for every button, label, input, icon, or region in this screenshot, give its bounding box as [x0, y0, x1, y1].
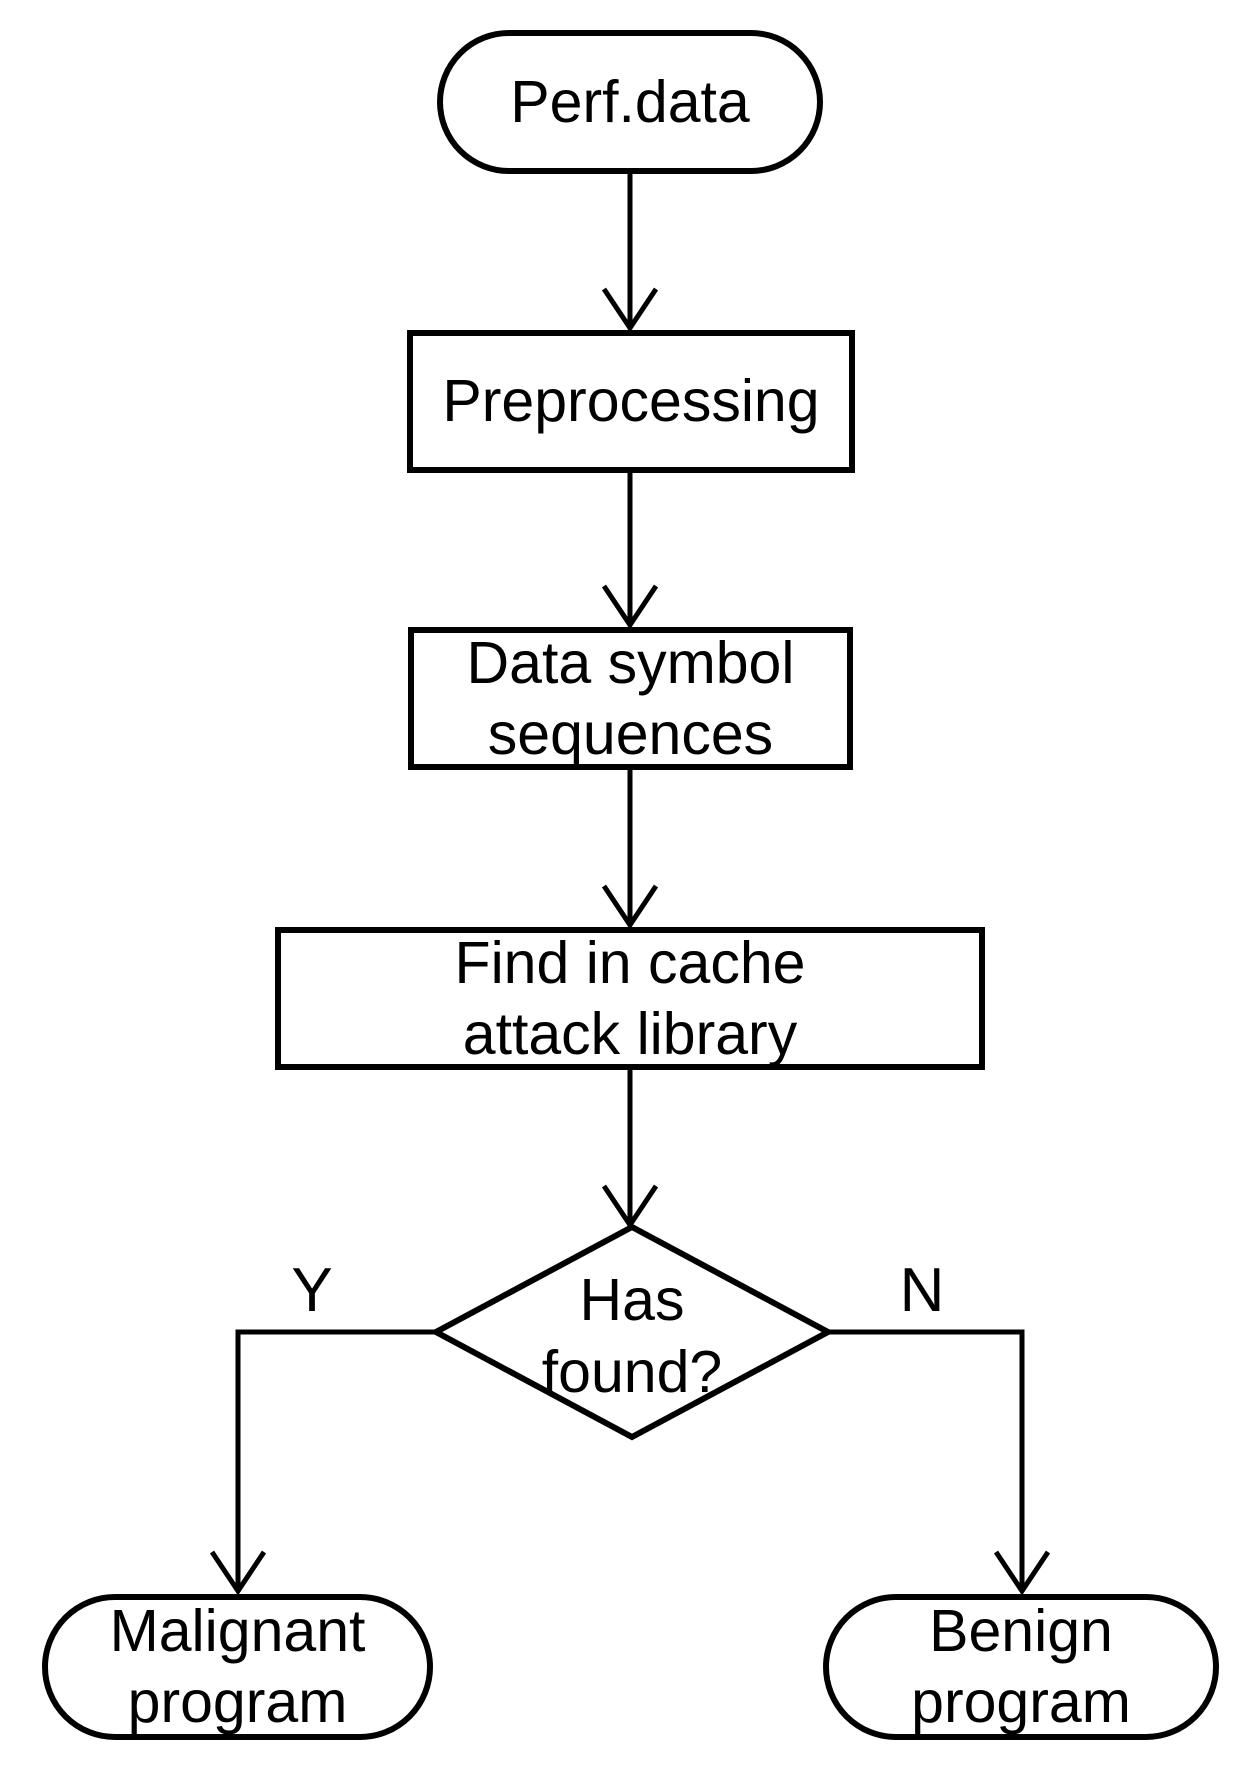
arrowhead-findcache [601, 884, 659, 930]
node-perf-data: Perf.data [437, 30, 823, 174]
arrowhead-hasfound [601, 1184, 659, 1230]
edge-no-branch [828, 1329, 1025, 1590]
node-malignant-program: Malignant program [42, 1594, 433, 1740]
branch-label-no: N [899, 1256, 945, 1325]
node-benign-program: Benign program [823, 1594, 1219, 1740]
node-data-symbol-sequences: Data symbol sequences [408, 627, 853, 770]
edge-yes-branch [235, 1329, 437, 1590]
node-find-in-cache-attack-library: Find in cache attack library [275, 927, 985, 1070]
arrowhead-benign [993, 1550, 1051, 1596]
branch-label-yes: Y [291, 1256, 333, 1325]
node-has-found-decision: Has found? [541, 1267, 723, 1405]
arrowhead-malignant [209, 1550, 267, 1596]
arrowhead-preprocessing [601, 287, 659, 333]
arrowhead-datasymbol [601, 584, 659, 630]
node-preprocessing: Preprocessing [407, 330, 855, 473]
